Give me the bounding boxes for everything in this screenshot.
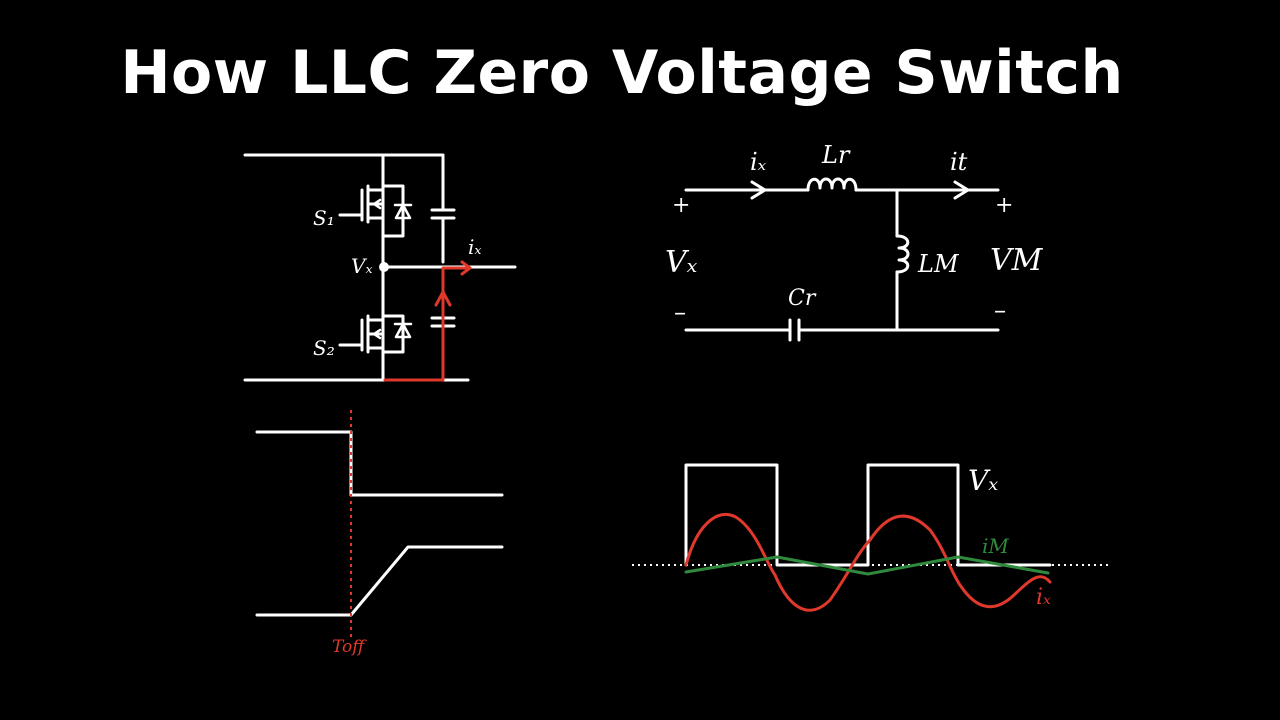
switch-s1-label: S₁ (313, 206, 335, 230)
current-ix-label: iₓ (468, 235, 482, 259)
half-bridge-schematic: S₁ S₂ Vₓ iₓ (243, 153, 517, 382)
top-rail (243, 153, 445, 207)
midpoint-node (379, 262, 389, 272)
output-current-arrow-icon (953, 180, 970, 200)
cr-label: Cr (788, 286, 817, 311)
resonant-capacitor-icon (684, 318, 1000, 342)
vx-square-wave (684, 463, 1052, 567)
switching-waveform: Toff (255, 410, 504, 657)
gate-voltage-trace (255, 430, 504, 497)
vx-wave-label: Vₓ (968, 464, 998, 497)
ix-wave-label: iₓ (1036, 585, 1051, 610)
current-arrow-icon (434, 290, 452, 307)
node-vx-label: Vₓ (351, 254, 373, 278)
tank-ix-label: iₓ (750, 148, 767, 176)
im-magnetizing-current (684, 555, 1050, 576)
input-plus-sign: + (672, 193, 690, 218)
im-label: iM (982, 534, 1009, 558)
input-minus-sign: – (674, 298, 686, 326)
vm-output-label: VM (990, 243, 1044, 278)
lm-label: LM (917, 250, 960, 278)
output-minus-sign: – (994, 296, 1006, 324)
mosfet-s2-icon (338, 314, 413, 354)
page-title: How LLC Zero Voltage Switch (120, 38, 1124, 108)
series-inductor-icon (806, 177, 858, 192)
mosfet-s1-icon (338, 180, 413, 242)
current-path (383, 266, 472, 382)
lr-label: Lr (821, 141, 851, 169)
magnetizing-inductor-icon (895, 234, 910, 274)
node-voltage-trace (255, 545, 504, 617)
vx-input-label: Vₓ (665, 245, 698, 280)
it-label: it (950, 148, 968, 176)
toff-label: Toff (332, 637, 367, 657)
resonant-waveform: Vₓ iM iₓ (632, 463, 1108, 612)
input-current-arrow-icon (750, 180, 767, 200)
output-plus-sign: + (995, 193, 1013, 218)
switch-s2-label: S₂ (313, 336, 335, 360)
ix-resonant-current (684, 513, 1052, 612)
resonant-tank-schematic: iₓ Lr it LM Cr Vₓ VM + + – – (665, 141, 1044, 342)
